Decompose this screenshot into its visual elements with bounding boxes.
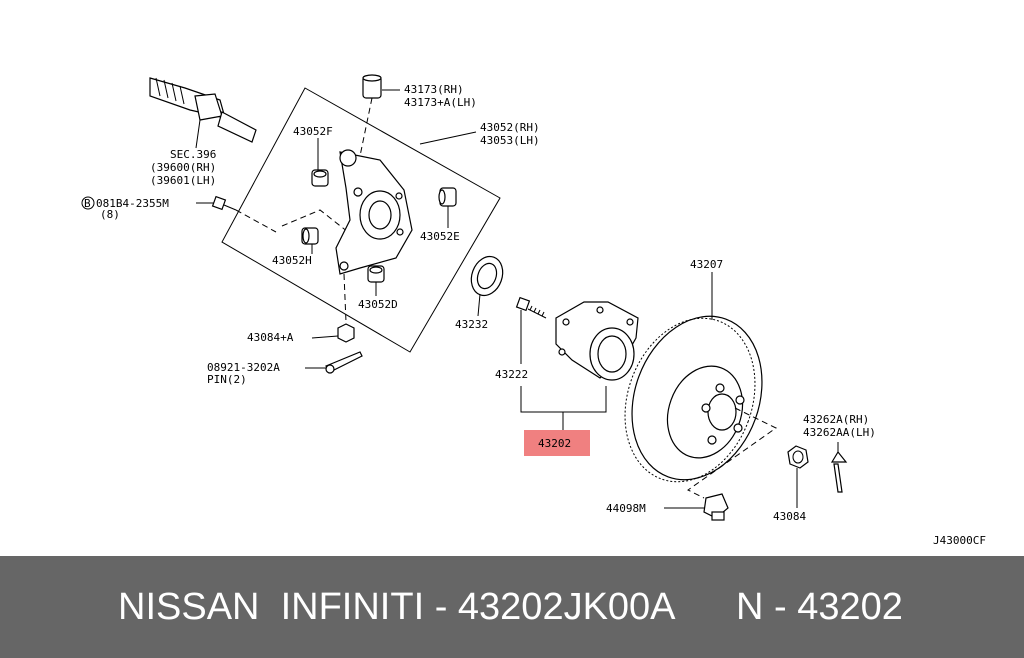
nut-43084a-part bbox=[337, 323, 355, 343]
bolt-qty-label: (8) bbox=[100, 208, 120, 221]
pin-qty-label: PIN(2) bbox=[207, 373, 247, 386]
drive-shaft-part bbox=[149, 77, 257, 149]
p43173-lh-label: 43173+A(LH) bbox=[404, 96, 477, 109]
p43232-label: 43232 bbox=[455, 318, 488, 331]
exploded-parts-diagram: SEC.396 (39600(RH) (39601(LH) B 081B4-23… bbox=[81, 74, 986, 547]
p43173-rh-label: 43173(RH) bbox=[404, 83, 464, 96]
bushing-43173-part bbox=[362, 74, 382, 99]
hub-bolt-part bbox=[515, 296, 547, 319]
p44098m-label: 44098M bbox=[606, 502, 646, 515]
sec-rh-label: (39600(RH) bbox=[150, 161, 216, 174]
sec-label: SEC.396 bbox=[170, 148, 216, 161]
p43262aa-lh-label: 43262AA(LH) bbox=[803, 426, 876, 439]
brake-rotor-part bbox=[624, 315, 763, 483]
highlight-box-43202 bbox=[524, 430, 590, 456]
p43202-label[interactable]: 43202 bbox=[538, 437, 571, 450]
b-circle-icon bbox=[81, 196, 95, 210]
seal-43232-part bbox=[470, 255, 504, 297]
p43053-lh-label: 43053(LH) bbox=[480, 134, 540, 147]
b-circle-label: B bbox=[84, 197, 91, 210]
wheel-hub-bearing-part bbox=[555, 301, 639, 381]
knuckle-group-box bbox=[221, 87, 501, 353]
bushing-43052f-part bbox=[311, 169, 329, 187]
brand-part-number: NISSAN INFINITI - 43202JK00A bbox=[118, 586, 676, 628]
pin-number-label: 08921-3202A bbox=[207, 361, 280, 374]
p43084a-label: 43084+A bbox=[247, 331, 294, 344]
bolt-number-label: 081B4-2355M bbox=[96, 197, 169, 210]
p43222-label: 43222 bbox=[495, 368, 528, 381]
p43207-label: 43207 bbox=[690, 258, 723, 271]
p43052-rh-label: 43052(RH) bbox=[480, 121, 540, 134]
p43052d-label: 43052D bbox=[358, 298, 398, 311]
part-number-banner: NISSAN INFINITI - 43202JK00A N - 43202 bbox=[0, 556, 1024, 658]
nut-43084-part bbox=[787, 445, 809, 469]
p43052e-label: 43052E bbox=[420, 230, 460, 243]
sec-lh-label: (39601(LH) bbox=[150, 174, 216, 187]
bushing-43052h-part bbox=[301, 227, 319, 245]
steering-knuckle-part bbox=[335, 149, 413, 275]
bolt-part bbox=[211, 195, 237, 211]
bushing-43052e-part bbox=[438, 187, 457, 207]
cotter-pin-part bbox=[325, 351, 363, 374]
p43052f-label: 43052F bbox=[293, 125, 333, 138]
p43262a-rh-label: 43262A(RH) bbox=[803, 413, 869, 426]
wheel-pin-part bbox=[830, 450, 848, 493]
bushing-43052d-part bbox=[367, 265, 385, 283]
reference-number: N - 43202 bbox=[736, 586, 903, 628]
diagram-code: J43000CF bbox=[933, 534, 986, 547]
p43084-label: 43084 bbox=[773, 510, 806, 523]
plug-44098m-part bbox=[703, 493, 729, 521]
p43052h-label: 43052H bbox=[272, 254, 312, 267]
